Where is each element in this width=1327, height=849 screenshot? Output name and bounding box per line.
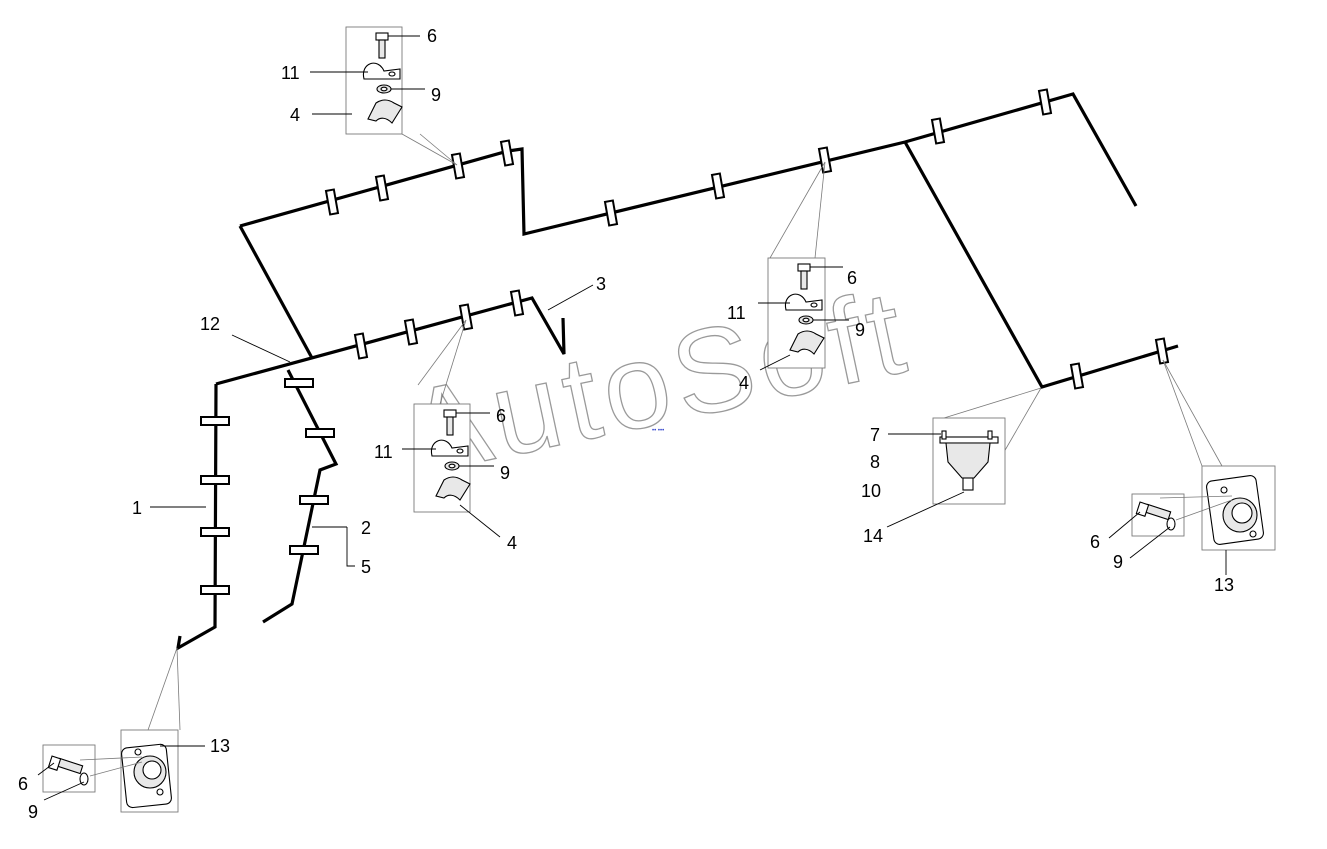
callout-mid-11: 11 [374,442,393,462]
pipe-right-branch [903,141,1179,389]
callout-8: 8 [870,452,880,472]
callout-top-11: 11 [281,63,300,83]
pipe-middle-main [215,296,566,386]
clamp-detail-top [310,26,425,135]
watermark: AutoSoft [396,264,921,501]
callout-top-6: 6 [427,26,437,46]
bolt-head [443,409,457,418]
rubber-pad [435,476,471,501]
callout-7: 7 [870,425,880,445]
drain-valve-detail [886,417,1006,528]
pipe-left-down-1 [175,383,218,652]
clamp-detail-right [758,257,849,371]
callout-top-4: 4 [290,105,300,125]
callout-5: 5 [361,557,371,577]
callout-mid-4: 4 [507,533,517,553]
clamp-hole [810,302,818,308]
leader-4 [759,354,791,371]
clamp-detail-middle [402,403,501,538]
callout-top-9: 9 [431,85,441,105]
callout-br-9: 9 [1113,552,1123,572]
callout-2: 2 [361,518,371,538]
callout-bl-13: 13 [210,736,230,756]
callout-br-6: 6 [1090,532,1100,552]
washer-hole [802,317,810,323]
leader-4 [459,504,501,538]
bolt-head [375,32,389,41]
callout-right-9: 9 [855,320,865,340]
rubber-pad [367,99,403,124]
callout-leaders [150,284,594,567]
callout-br-13: 13 [1214,575,1234,595]
callout-bl-9: 9 [28,802,38,822]
callout-10: 10 [861,481,881,501]
callout-right-11: 11 [727,303,746,323]
flange-detail-right [1108,465,1276,575]
callout-right-4: 4 [739,373,749,393]
callout-labels: 6 11 9 4 6 11 9 4 6 11 9 4 3 12 1 2 5 7 … [18,26,1234,822]
washer-hole [448,463,456,469]
callout-14: 14 [863,526,883,546]
watermark-mark: •• ••• [652,428,664,434]
bolt-shank [446,416,454,436]
bolt-shank [378,39,386,59]
callout-right-6: 6 [847,268,857,288]
bolt-head [797,263,811,272]
callout-mid-9: 9 [500,463,510,483]
detail-leaders [147,133,1223,731]
washer-hole [380,86,388,92]
callout-3: 3 [596,274,606,294]
clamp-hole [456,448,464,454]
callout-1: 1 [132,498,142,518]
flange-detail-left [37,729,205,813]
callout-mid-6: 6 [496,406,506,426]
clamp-hole [388,71,396,77]
bolt-shank [800,270,808,290]
callout-bl-6: 6 [18,774,28,794]
pipe-diagonal-long [238,225,314,359]
callout-12: 12 [200,314,220,334]
rubber-pad [789,330,825,355]
